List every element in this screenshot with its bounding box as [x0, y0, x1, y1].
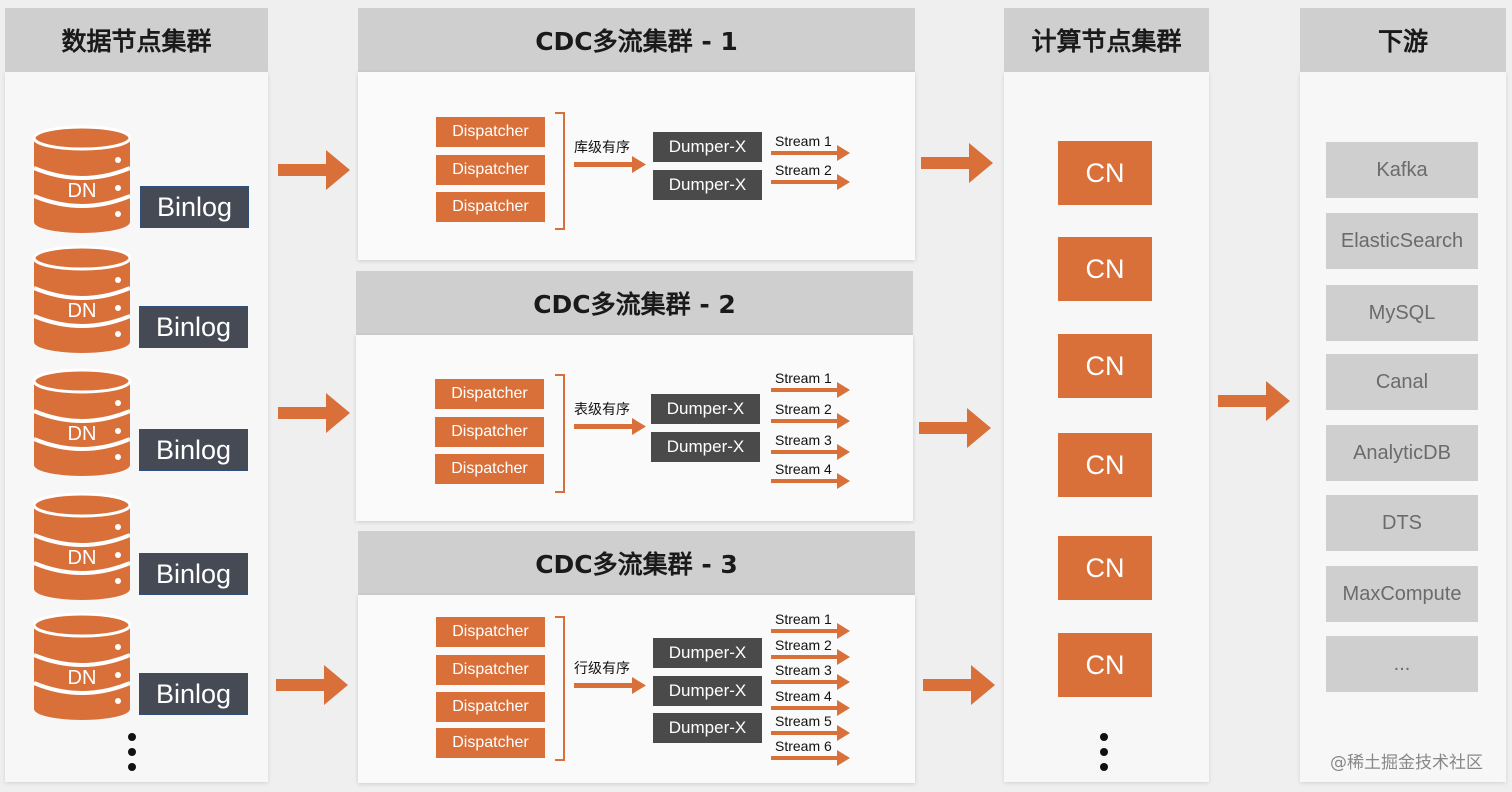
stream-label: Stream 3 [775, 662, 832, 678]
watermark: @稀土掘金技术社区 [1330, 753, 1483, 773]
dispatcher-box: Dispatcher [436, 117, 545, 147]
downstream-header: 下游 [1300, 8, 1506, 72]
cluster-1-header: CDC多流集群 - 1 [358, 8, 915, 72]
flow-arrow-icon [276, 665, 348, 705]
binlog-box: Binlog [140, 186, 249, 228]
cluster-2-header: CDC多流集群 - 2 [356, 271, 913, 335]
binlog-box: Binlog [139, 553, 248, 595]
stream-label: Stream 3 [775, 432, 832, 448]
dn-label: DN [67, 667, 97, 689]
downstream-item: MaxCompute [1326, 566, 1478, 622]
flow-arrow-icon [278, 150, 350, 190]
binlog-box: Binlog [139, 306, 248, 348]
order-arrow-icon [574, 418, 646, 435]
compute-node-box: CN [1058, 141, 1152, 205]
stream-arrow-icon [771, 674, 850, 690]
dispatcher-box: Dispatcher [436, 155, 545, 185]
stream-arrow-icon [771, 174, 850, 190]
order-arrow-icon [574, 156, 646, 173]
stream-label: Stream 6 [775, 738, 832, 754]
flow-arrow-icon [921, 143, 993, 183]
database-cylinder-icon [32, 368, 132, 476]
order-label: 库级有序 [574, 140, 630, 156]
binlog-box: Binlog [139, 429, 248, 471]
stream-label: Stream 4 [775, 688, 832, 704]
stream-label: Stream 1 [775, 370, 832, 386]
dispatcher-box: Dispatcher [436, 617, 545, 647]
stream-label: Stream 2 [775, 401, 832, 417]
dispatcher-box: Dispatcher [435, 417, 544, 447]
stream-label: Stream 2 [775, 637, 832, 653]
downstream-item: Kafka [1326, 142, 1478, 198]
database-cylinder-icon [32, 245, 132, 353]
dumper-box: Dumper-X [651, 394, 760, 424]
stream-arrow-icon [771, 700, 850, 716]
dispatcher-box: Dispatcher [436, 192, 545, 222]
flow-arrow-icon [923, 665, 995, 705]
stream-arrow-icon [771, 413, 850, 429]
downstream-item: AnalyticDB [1326, 425, 1478, 481]
dispatcher-box: Dispatcher [436, 655, 545, 685]
stream-arrow-icon [771, 473, 850, 489]
order-label: 表级有序 [574, 402, 630, 418]
binlog-box: Binlog [139, 673, 248, 715]
dn-label: DN [67, 180, 97, 202]
stream-arrow-icon [771, 145, 850, 161]
dispatcher-box: Dispatcher [436, 728, 545, 758]
stream-label: Stream 1 [775, 611, 832, 627]
stream-label: Stream 1 [775, 133, 832, 149]
dumper-box: Dumper-X [653, 170, 762, 200]
dispatcher-box: Dispatcher [435, 379, 544, 409]
flow-arrow-icon [919, 408, 991, 448]
compute-node-box: CN [1058, 237, 1152, 301]
order-label: 行级有序 [574, 661, 630, 677]
stream-arrow-icon [771, 444, 850, 460]
dumper-box: Dumper-X [653, 132, 762, 162]
more-cn-dots [1100, 733, 1110, 778]
stream-arrow-icon [771, 725, 850, 741]
downstream-item: MySQL [1326, 285, 1478, 341]
downstream-item: Canal [1326, 354, 1478, 410]
downstream-item: ElasticSearch [1326, 213, 1478, 269]
compute-node-box: CN [1058, 633, 1152, 697]
cluster-3-header: CDC多流集群 - 3 [358, 531, 915, 595]
stream-label: Stream 2 [775, 162, 832, 178]
stream-label: Stream 5 [775, 713, 832, 729]
database-cylinder-icon [32, 492, 132, 600]
dispatcher-box: Dispatcher [436, 692, 545, 722]
compute-node-box: CN [1058, 536, 1152, 600]
database-cylinder-icon [32, 125, 132, 233]
compute-node-box: CN [1058, 334, 1152, 398]
bracket-icon [555, 616, 565, 761]
dn-label: DN [67, 423, 97, 445]
stream-arrow-icon [771, 382, 850, 398]
flow-arrow-icon [1218, 381, 1290, 421]
dn-label: DN [67, 547, 97, 569]
bracket-icon [555, 112, 565, 230]
order-arrow-icon [574, 677, 646, 694]
stream-arrow-icon [771, 649, 850, 665]
more-nodes-dots [128, 733, 138, 778]
downstream-item: DTS [1326, 495, 1478, 551]
dumper-box: Dumper-X [653, 638, 762, 668]
dispatcher-box: Dispatcher [435, 454, 544, 484]
stream-arrow-icon [771, 623, 850, 639]
compute-node-box: CN [1058, 433, 1152, 497]
dn-label: DN [67, 300, 97, 322]
downstream-item: ... [1326, 636, 1478, 692]
bracket-icon [555, 374, 565, 493]
data-node-header: 数据节点集群 [5, 8, 268, 72]
compute-header: 计算节点集群 [1004, 8, 1209, 72]
database-cylinder-icon [32, 612, 132, 720]
dumper-box: Dumper-X [653, 676, 762, 706]
stream-arrow-icon [771, 750, 850, 766]
stream-label: Stream 4 [775, 461, 832, 477]
dumper-box: Dumper-X [653, 713, 762, 743]
dumper-box: Dumper-X [651, 432, 760, 462]
flow-arrow-icon [278, 393, 350, 433]
